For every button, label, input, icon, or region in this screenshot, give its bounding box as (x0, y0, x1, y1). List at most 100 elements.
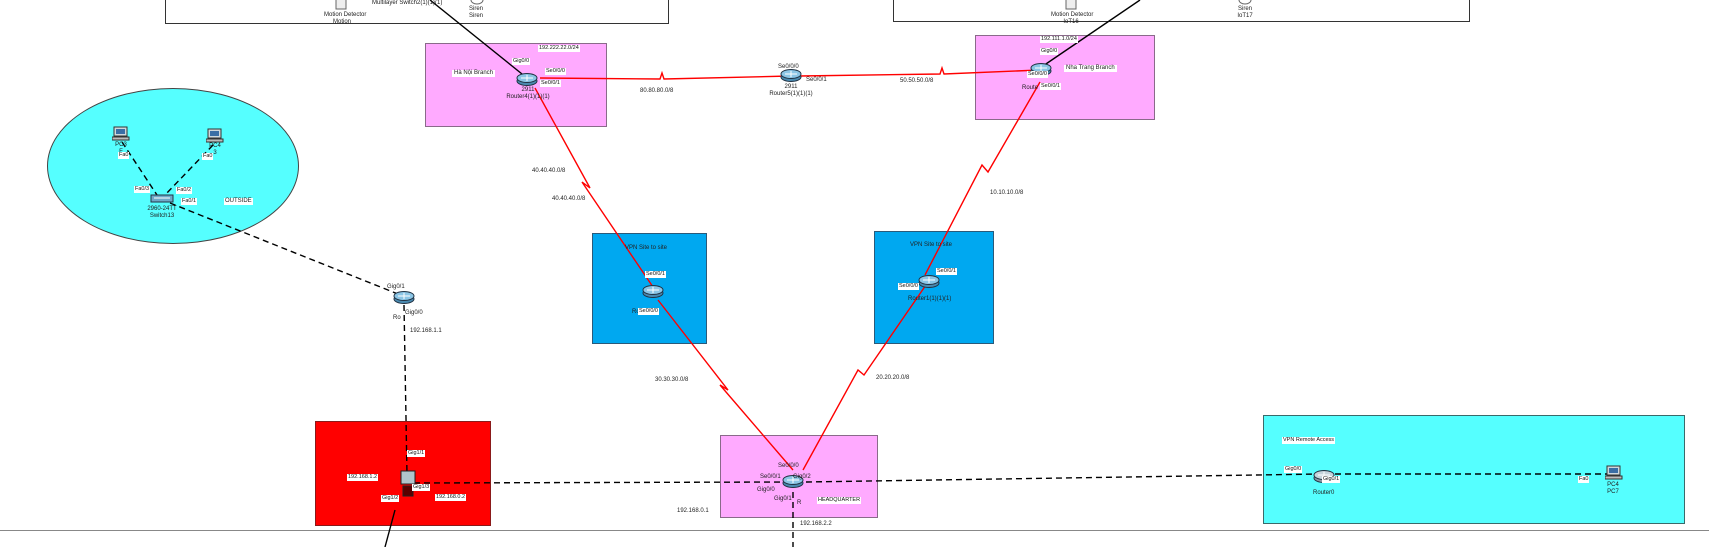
hanoi-lan-address: 192.222.22.0/24 (538, 45, 580, 52)
r4-gig00: Gig0/0 (512, 58, 531, 65)
ip-1681-1: 192.168.1.1 (410, 328, 442, 334)
vpn-site-right-zone (874, 231, 994, 344)
pc-icon (206, 128, 224, 143)
nt-se001: Se0/0/1 (1040, 83, 1061, 90)
net-40b-label: 40.40.40.0/8 (552, 196, 586, 202)
net-30-label: 30.30.30.0/8 (655, 377, 689, 383)
hanoi-branch-title: Hà Nội Branch (452, 70, 496, 77)
router-icon (918, 275, 940, 288)
nha-trang-branch-title: Nha Trang Branch (1064, 65, 1117, 72)
hq-se000: Se0/0/0 (778, 463, 799, 469)
link-hq-router0 (805, 473, 1321, 483)
top-right-iot-box (893, 0, 1470, 22)
pc7-fa0: Fa0 (1578, 476, 1590, 483)
serial-link-vpnright-hq (802, 281, 929, 471)
ro-gig00: Gig0/0 (405, 310, 423, 316)
router-headquarter[interactable] (782, 474, 804, 488)
nha-trang-branch-zone (975, 35, 1155, 120)
nt-lan-address: 192.111.1.0/24 (1040, 36, 1078, 43)
sw-fa01: Fa0/1 (181, 198, 198, 205)
vpn-site-left-title: VPN Site to site (625, 245, 668, 251)
serial-link-nt-vpnright (924, 81, 1041, 276)
siren-right[interactable] (1238, 0, 1252, 6)
motion-detector-icon (1065, 0, 1077, 10)
outside-network-ellipse (47, 88, 299, 244)
link-hq-bottom (384, 509, 396, 547)
link-pc3-switch (121, 141, 158, 196)
r5-se001: Se0/0/1 (806, 77, 827, 83)
sw-fa02: Fa0/2 (176, 187, 193, 194)
router-hq-label: R (797, 500, 802, 506)
firewall-icon (400, 470, 416, 497)
fw-gig13: Gig1/3 (412, 484, 431, 491)
router-outside[interactable] (393, 290, 415, 304)
net-80-label: 80.80.80.0/8 (640, 88, 674, 94)
pc7[interactable] (1605, 465, 1623, 481)
top-left-iot-box (165, 0, 669, 24)
router-icon (516, 73, 538, 86)
router-vpn-right[interactable] (918, 274, 940, 288)
router-vpn-left-label: Ro (632, 309, 640, 315)
pc-right-fa0: Fa0 (202, 153, 214, 160)
hq-se001: Se0/0/1 (760, 474, 781, 480)
router-icon (780, 69, 802, 82)
router4[interactable] (516, 72, 538, 86)
siren-icon (1238, 0, 1252, 5)
pc-icon (1605, 465, 1623, 480)
hq-gig00: Gig0/0 (757, 487, 775, 493)
link-multilayer-nt (1039, 0, 1141, 69)
ip-1681-2: 192.168.1.2 (347, 474, 379, 481)
multilayer-switch-label: Multilayer Switch2(1)(1)(1) (372, 0, 443, 6)
serial-link-r5-nt (799, 65, 1041, 77)
net-20-label: 20.20.20.0/8 (876, 375, 910, 381)
pc-left-fa0: Fa0 (118, 152, 130, 159)
ip-1680-2: 192.168.0.2 (435, 494, 467, 501)
ip-1682-2: 192.168.2.2 (800, 521, 832, 527)
siren-left[interactable] (470, 0, 484, 6)
serial-link-r4-r5 (539, 70, 791, 80)
vl-se000: Se0/0/0 (638, 308, 659, 315)
fw-gig11: Gig1/1 (407, 450, 426, 457)
motion-detector-right[interactable] (1063, 0, 1079, 10)
router-icon (782, 475, 804, 488)
vl-se001: Se0/0/1 (645, 271, 666, 278)
router-vpn-left[interactable] (642, 284, 664, 298)
siren-icon (470, 0, 484, 5)
pc-left[interactable] (112, 126, 130, 142)
serial-link-r4-vpnleft (534, 87, 656, 291)
r0-gig01: Gig0/1 (1322, 476, 1341, 483)
outside-title: OUTSIDE (224, 198, 253, 205)
router-vpn-right-label: Router1(1)(1)(1) (908, 296, 952, 302)
fw-gig12: Gig1/2 (381, 495, 400, 502)
vpn-remote-access-title: VPN Remote Access (1282, 437, 1336, 444)
router0-label: Router0 (1313, 490, 1335, 496)
switch13[interactable] (150, 194, 174, 204)
headquarter-zone (720, 435, 878, 518)
r4-se001: Se0/0/1 (540, 80, 561, 87)
r0-gig00: Gig0/0 (1284, 466, 1303, 473)
net-40a-label: 40.40.40.0/8 (532, 168, 566, 174)
workspace-divider (0, 530, 1709, 531)
hq-gig01: Gig0/1 (774, 496, 792, 502)
link-router-firewall (403, 304, 408, 476)
router-icon (642, 285, 664, 298)
serial-link-vpnleft-hq (657, 299, 794, 471)
pc-icon (112, 126, 130, 141)
hq-gig02: Gig0/2 (793, 474, 811, 480)
net-10-label: 10.10.10.0/8 (990, 190, 1024, 196)
pc-right[interactable] (206, 128, 224, 144)
firewall[interactable] (400, 470, 416, 498)
motion-detector-left[interactable] (333, 0, 349, 10)
hanoi-branch-zone (425, 43, 607, 127)
router5[interactable] (780, 68, 802, 82)
vr-se000: Se0/0/0 (898, 283, 919, 290)
router-icon (393, 291, 415, 304)
motion-detector-icon (335, 0, 347, 10)
link-firewall-hq (413, 481, 789, 484)
